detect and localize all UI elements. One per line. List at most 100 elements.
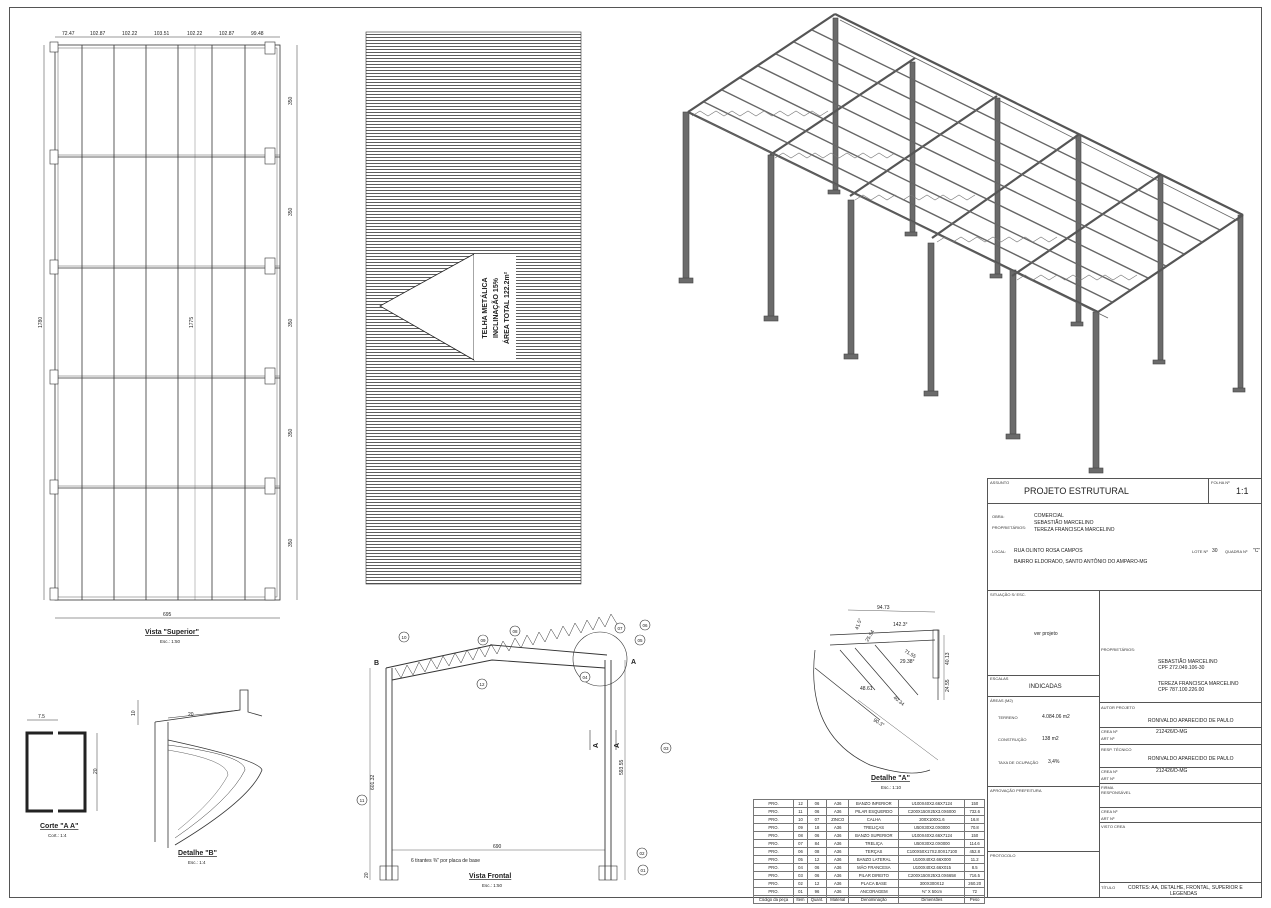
- a-dim-3: 41.5°: [854, 618, 864, 631]
- b-dim-width: 20: [188, 712, 194, 718]
- bom-cell: A36: [826, 831, 850, 840]
- bom-cell: A36: [826, 807, 850, 816]
- crea-value: 212426/D-MG: [1156, 729, 1188, 735]
- taxa-caption: TAXA DE OCUPAÇÃO: [998, 760, 1039, 765]
- bom-cell: PRO.: [752, 855, 795, 864]
- right-dim-2: 350: [288, 207, 294, 216]
- assunto-caption: ASSUNTO: [990, 480, 1010, 485]
- aa-title: Corte "A A": [40, 823, 78, 830]
- tag-03: 03: [663, 746, 669, 751]
- bom-cell: ⅜" X 50cm: [898, 887, 966, 896]
- escalas-value: INDICADAS: [1029, 684, 1062, 690]
- bom-cell: Dimensões: [898, 895, 966, 904]
- bom-cell: 72: [964, 887, 985, 896]
- aa-scale: Cort.: 1:4: [48, 833, 67, 838]
- roof-label-2: INCLINAÇÃO 15%: [491, 277, 500, 338]
- tag-10: 10: [401, 635, 407, 640]
- prop-caption: PROPRIETÁRIOS:: [992, 525, 1027, 530]
- bom-cell: Quant.: [806, 895, 828, 904]
- a-scale: Esc.: 1:10: [881, 785, 902, 790]
- bom-cell: PILAR DIREITO: [848, 871, 900, 880]
- bom-cell: 05: [793, 855, 808, 864]
- bom-cell: A36: [826, 871, 850, 880]
- bom-cell: 716.5: [964, 871, 985, 880]
- bom-cell: PRO.: [752, 815, 795, 824]
- escalas-caption: ESCALAS: [990, 676, 1009, 681]
- roof-label-3: ÁREA TOTAL 122.2m²: [502, 271, 511, 344]
- bom-cell: 06: [806, 807, 828, 816]
- owner-2-cpf: CPF 787.100.226.00: [1158, 687, 1205, 693]
- bom-cell: MÃO FRANCESA: [848, 863, 900, 872]
- obra-caption: OBRA:: [992, 514, 1005, 519]
- bom-cell: C200X150X25X3.0X6000: [898, 807, 966, 816]
- top-dim-2: 102.87: [90, 31, 106, 37]
- bom-cell: A36: [826, 839, 850, 848]
- bom-cell: 04: [793, 863, 808, 872]
- cut-a-right: A: [614, 743, 621, 748]
- top-dim-3: 102.22: [122, 31, 138, 37]
- situacao-value: ver projeto: [1034, 631, 1058, 637]
- top-dim-5: 102.22: [187, 31, 203, 37]
- bom-cell: PRO.: [752, 807, 795, 816]
- lote-value: 30: [1212, 548, 1218, 554]
- owner-2: TEREZA FRANCISCA MARCELINO: [1158, 681, 1239, 687]
- bom-cell: A36: [826, 799, 850, 808]
- tag-02: 02: [639, 851, 645, 856]
- front-letter-a: A: [631, 659, 636, 666]
- bom-cell: A36: [826, 887, 850, 896]
- taxa-value: 3,4%: [1048, 759, 1060, 765]
- bom-cell: TERÇAS: [848, 847, 900, 856]
- bom-cell: 732.6: [964, 807, 985, 816]
- prop-2: TEREZA FRANCISCA MARCELINO: [1034, 527, 1115, 533]
- bom-cell: BANZO INFERIOR: [848, 799, 900, 808]
- visto-caption: VISTO CREA: [1101, 824, 1126, 829]
- top-dim-6: 102.87: [219, 31, 235, 37]
- bom-cell: 11.2: [964, 855, 985, 864]
- bom-cell: U100X40X2.66X015: [898, 863, 966, 872]
- owner-1-cpf: CPF 272.049.106-30: [1158, 665, 1205, 671]
- tag-07: 07: [617, 626, 623, 631]
- art-caption: ART Nº: [1101, 736, 1115, 741]
- right-dim-4: 350: [288, 428, 294, 437]
- bom-cell: 11: [793, 807, 808, 816]
- local-2: BAIRRO ELDORADO, SANTO ANTÔNIO DO AMPARO…: [1014, 559, 1148, 565]
- bom-cell: 12: [806, 855, 828, 864]
- front-dim-width: 690: [493, 844, 502, 850]
- bom-cell: 12: [806, 879, 828, 888]
- titulo-caption: TÍTULO: [1101, 885, 1116, 890]
- resp-value: RONIVALDO APARECIDO DE PAULO: [1148, 756, 1234, 762]
- bom-cell: U100X40X2.66X7124: [898, 831, 966, 840]
- folha-caption: FOLHA Nº: [1211, 480, 1230, 485]
- bom-cell: 06: [806, 831, 828, 840]
- bom-cell: A36: [826, 863, 850, 872]
- bom-cell: 10: [793, 815, 808, 824]
- bom-cell: 200X100X1.6: [898, 815, 966, 824]
- quadra-caption: QUADRA Nº: [1225, 549, 1248, 554]
- tag-01: 01: [640, 868, 646, 873]
- bom-cell: U100X40X2.66X000: [898, 855, 966, 864]
- right-dim-3: 350: [288, 318, 294, 327]
- bom-cell: A36: [826, 879, 850, 888]
- bom-cell: ZINCO: [826, 815, 850, 824]
- b-dim-height: 10: [131, 710, 137, 716]
- autor-caption: AUTOR PROJETO: [1101, 705, 1135, 710]
- a-dim-6: 29.38°: [900, 659, 915, 665]
- proprietarios-caption: PROPRIETÁRIOS:: [1101, 647, 1136, 652]
- front-note: 6 tirantes ⅜" por placa de base: [411, 858, 480, 864]
- bom-cell: Peso: [964, 895, 985, 904]
- bom-cell: Material: [826, 895, 850, 904]
- bom-cell: BANZO LATERAL: [848, 855, 900, 864]
- top-view-title: Vista "Superior": [145, 629, 199, 636]
- bom-cell: PRO.: [752, 847, 795, 856]
- bom-cell: 08: [793, 831, 808, 840]
- a-dim-11: 90.3°: [872, 718, 885, 729]
- a-dim-5: 71.55: [903, 649, 917, 661]
